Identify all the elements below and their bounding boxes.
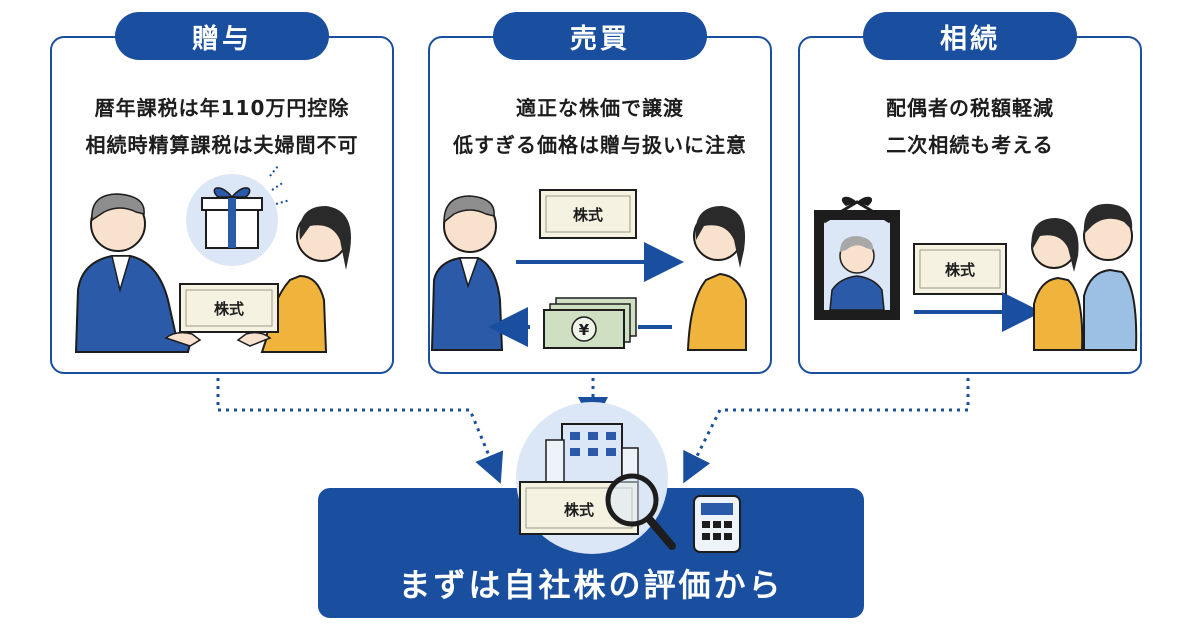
gift-giver-man <box>74 193 192 353</box>
heir-son <box>1083 203 1138 351</box>
inheritance-certificate-label: 株式 <box>945 261 975 279</box>
panel-sale-title: 売買 <box>493 12 707 60</box>
conclusion-certificate-label: 株式 <box>564 501 594 519</box>
gift-hands <box>164 331 272 347</box>
yen-symbol: ¥ <box>579 321 590 339</box>
panel-sale-line-2: 低すぎる価格は贈与扱いに注意 <box>453 133 747 157</box>
heir-spouse <box>1031 218 1084 351</box>
calculator-icon <box>693 495 741 553</box>
gift-certificate-label: 株式 <box>214 300 244 318</box>
panel-gift-title: 贈与 <box>115 12 329 60</box>
connector-gift <box>216 378 504 484</box>
panel-inheritance-line-1: 配偶者の税額軽減 <box>886 96 1054 120</box>
panel-sale-line-1: 適正な株価で譲渡 <box>516 96 684 120</box>
panel-gift-line-1: 暦年課税は年110万円控除 <box>94 96 350 120</box>
inheritance-certificate: 株式 <box>913 243 1007 295</box>
sale-certificate-label: 株式 <box>573 206 603 224</box>
banknotes-icon: ¥ <box>543 297 637 349</box>
memorial-portrait-icon <box>814 196 900 320</box>
panel-inheritance-title: 相続 <box>863 12 1077 60</box>
gift-icon <box>186 165 291 266</box>
sale-certificate: 株式 <box>539 189 637 239</box>
magnifier-icon <box>605 473 676 550</box>
connector-inheritance <box>683 378 970 484</box>
stock-certificate-icon: 株式 <box>179 283 279 333</box>
sale-buyer-woman <box>686 206 747 351</box>
conclusion-label: まずは自社株の評価から <box>398 566 784 604</box>
panel-inheritance-line-2: 二次相続も考える <box>886 133 1054 157</box>
sale-seller-man <box>430 195 504 351</box>
panel-gift-line-2: 相続時精算課税は夫婦間不可 <box>85 133 359 157</box>
